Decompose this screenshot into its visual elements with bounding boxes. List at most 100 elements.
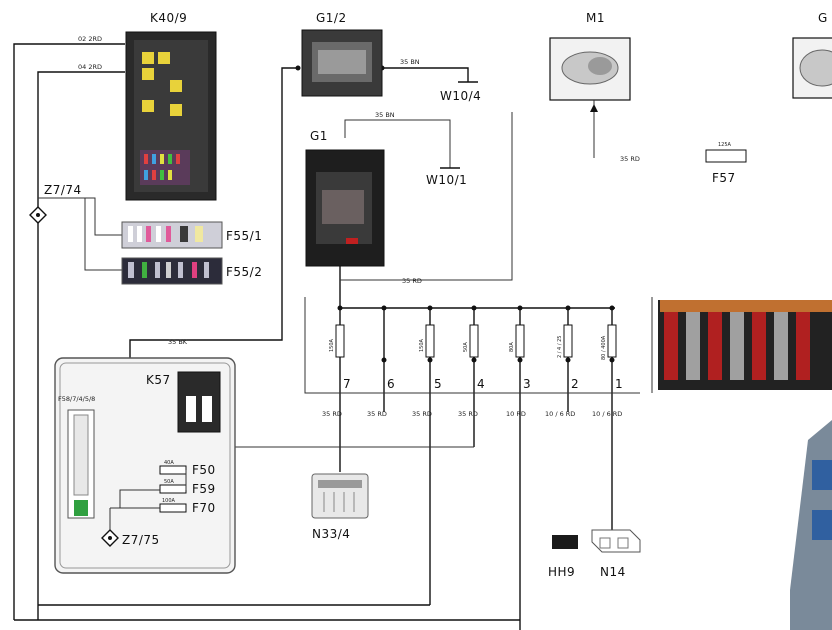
fuse-number-3: 3	[523, 377, 531, 391]
fuse-block-terminal	[774, 312, 788, 380]
arrow-icon	[590, 104, 598, 112]
g-partial-component: G	[792, 11, 832, 99]
mini-fuse	[160, 170, 164, 180]
bus-junctions	[295, 65, 615, 311]
n14-detail	[617, 537, 629, 549]
junction-dot	[565, 357, 571, 363]
n14-label: N14	[600, 565, 626, 579]
strip-fuse	[166, 226, 171, 242]
strip-fuse	[137, 226, 142, 242]
w10-1-label: W10/1	[426, 173, 467, 187]
f57-icon	[705, 149, 747, 163]
f58-fuse-green	[74, 500, 88, 516]
g1-bus-wire-label: 35 RD	[402, 277, 422, 285]
wire-to-f55-2	[38, 197, 122, 271]
fuse-number-7: 7	[343, 377, 351, 391]
strip-fuse	[178, 262, 183, 278]
wire-sam-f59	[119, 489, 160, 508]
fuse-ratings: 150A 150A 50A 80A 2 / 4 / 25 80 / 400A	[329, 335, 607, 360]
z7-75-label: Z7/75	[122, 533, 160, 547]
fuse-block-terminal	[664, 310, 678, 380]
g1-top	[322, 190, 364, 224]
junction-dot	[295, 65, 301, 71]
fuse-rating-7: 150A	[329, 338, 335, 352]
sam-module: F58/7/4/5/8 K57 35 BK 40A F50 50A F59 10…	[54, 338, 236, 574]
junction-dot	[427, 305, 433, 311]
w10-4-label: W10/4	[440, 89, 481, 103]
m1-starter: M1 35 RD	[549, 11, 640, 163]
g1-2-battery: G1/2 35 BN W10/4	[301, 11, 481, 103]
wire-k40-bottom	[37, 71, 125, 620]
mini-fuse	[144, 170, 148, 180]
f50-label: F50	[192, 463, 216, 477]
g1-label: G1	[310, 129, 328, 143]
fuse-rating-4: 50A	[463, 342, 469, 352]
fuse-3-icon	[515, 324, 525, 358]
g1-wire-label: 35 BN	[375, 111, 395, 119]
wire-k40-top	[13, 43, 125, 620]
fuse-rating-3: 80A	[509, 342, 515, 352]
fuse-4-icon	[469, 324, 479, 358]
f50-rating: 40A	[164, 460, 174, 466]
g1-battery: G1 35 BN W10/1 35 RD	[305, 111, 467, 285]
wires	[13, 43, 653, 630]
relay-yellow	[142, 100, 154, 112]
fuse-1-icon	[607, 324, 617, 358]
strip-fuse	[166, 262, 171, 278]
mini-fuse	[168, 154, 172, 164]
junction-dot	[427, 357, 433, 363]
strip-fuse	[192, 262, 197, 278]
f58-fuse-column	[73, 414, 89, 496]
wire-g1-w101	[344, 119, 451, 168]
f70-label: F70	[192, 501, 216, 515]
f55-2-fuse-strip: F55/2	[121, 257, 262, 285]
junction-dot	[609, 305, 615, 311]
k40-9-label: K40/9	[150, 11, 187, 25]
strip-fuse	[146, 226, 151, 242]
bus-wire-label-2: 10 / 6 RD	[545, 410, 575, 418]
n33-4-label: N33/4	[312, 527, 350, 541]
strip-fuse	[142, 262, 147, 278]
junction-dot	[108, 536, 112, 540]
main-fuse-block-photo	[658, 300, 832, 390]
k40-wire-label-top: 02 2RD	[78, 35, 102, 43]
f55-2-label: F55/2	[226, 265, 262, 279]
g1-2-top	[318, 50, 366, 74]
bus-wire-labels: 35 RD 35 RD 35 RD 35 RD 10 RD 10 / 6 RD …	[322, 410, 622, 418]
relay-yellow	[142, 52, 154, 64]
fuse-number-1: 1	[615, 377, 623, 391]
fuse-symbols	[335, 324, 617, 363]
f55-1-fuse-strip: F55/1	[121, 221, 262, 249]
m1-motor-detail	[588, 57, 612, 75]
strip-fuse	[156, 226, 161, 242]
relay-yellow	[142, 68, 154, 80]
k57-pin	[202, 396, 212, 422]
junction-dot	[517, 357, 523, 363]
fuse-rating-5: 150A	[419, 338, 425, 352]
junction-dot	[517, 305, 523, 311]
fuse-panel-outline	[304, 297, 640, 394]
wire-to-f55-1	[38, 197, 122, 236]
f58-label: F58/7/4/5/8	[58, 395, 95, 403]
wire-g12-w104	[382, 67, 469, 82]
strip-fuse	[204, 262, 209, 278]
strip-fuse	[195, 226, 203, 242]
g-partial-body	[799, 49, 832, 87]
sam-module-inner	[59, 362, 231, 569]
fuse-block-bar	[660, 300, 832, 312]
fuse-bank	[140, 150, 190, 185]
fuse-2-icon	[563, 324, 573, 358]
k57-pin	[186, 396, 196, 422]
hh9-icon	[552, 535, 578, 549]
f59-label: F59	[192, 482, 216, 496]
bus-wire-label-4: 35 RD	[458, 410, 478, 418]
f57-fuse: 125A F57	[705, 142, 747, 185]
mini-fuse	[152, 170, 156, 180]
k40-9-fuse-box: K40/9 02 2RD 04 2RD	[78, 11, 217, 201]
junction-dot	[381, 305, 387, 311]
fuse-5-icon	[425, 324, 435, 358]
strip-fuse	[128, 226, 133, 242]
module-detail	[812, 460, 832, 490]
fuse-rating-1: 80 / 400A	[601, 335, 607, 360]
fuse-7-icon	[335, 324, 345, 358]
